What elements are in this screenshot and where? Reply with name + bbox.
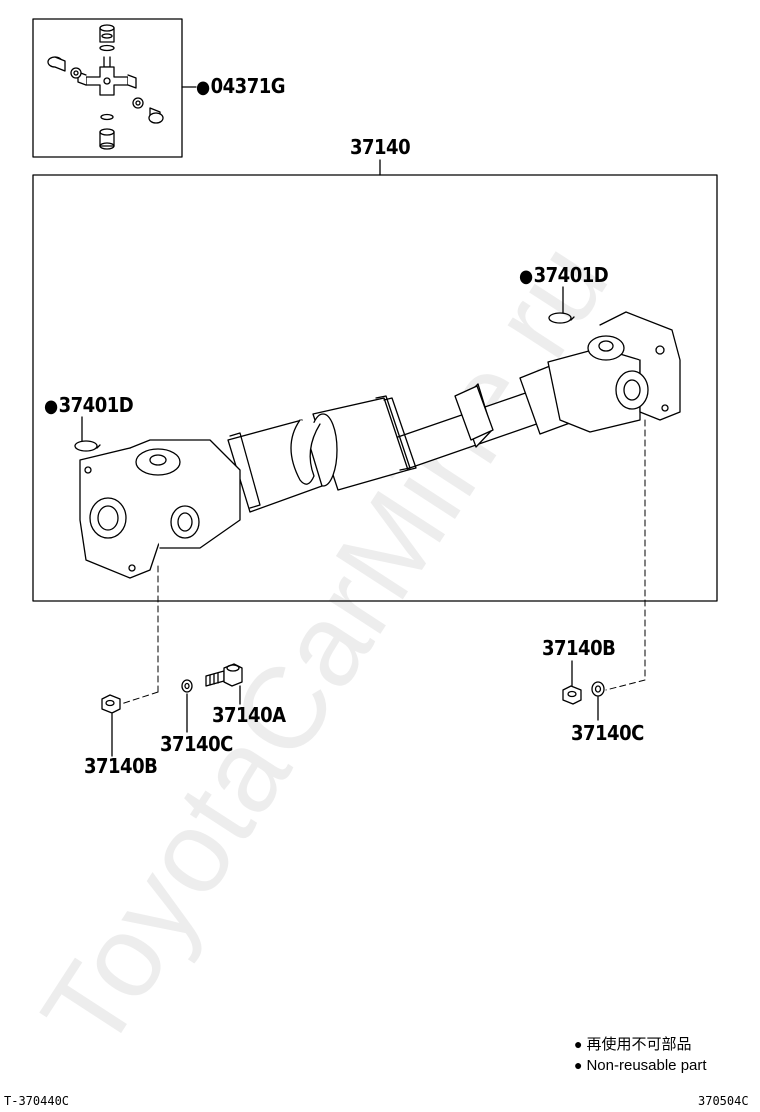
legend-japanese-text: 再使用不可部品 — [586, 1036, 692, 1053]
label-snap-ring-left: 37401D — [44, 394, 134, 418]
label-washer-left: 37140C — [160, 732, 233, 756]
snap-ring-left-drawing — [74, 440, 101, 452]
bullet-icon: ● — [574, 1036, 583, 1052]
label-washer-right: 37140C — [571, 721, 644, 745]
propeller-shaft-drawing — [79, 311, 681, 579]
label-nut-right: 37140B — [542, 636, 616, 660]
assembly-box — [32, 174, 718, 602]
legend-english: ●Non-reusable part — [574, 1055, 707, 1076]
label-assembly: 37140 — [350, 135, 411, 159]
bolt-drawing — [205, 663, 243, 687]
spider-kit-drawing — [47, 24, 164, 150]
legend-japanese: ●再使用不可部品 — [574, 1034, 691, 1055]
label-joint-kit: 04371G — [196, 75, 286, 99]
legend-english-text: Non-reusable part — [586, 1057, 707, 1074]
code-left: T-370440C — [4, 1094, 70, 1108]
washer-right-drawing — [591, 681, 605, 697]
label-bolt: 37140A — [212, 703, 286, 727]
nut-left-drawing — [101, 694, 121, 714]
code-right: 370504C — [698, 1094, 749, 1108]
label-snap-ring-right: 37401D — [519, 264, 609, 288]
snap-ring-right-drawing — [548, 312, 575, 324]
bullet-icon: ● — [574, 1057, 583, 1073]
nut-right-drawing — [562, 685, 582, 705]
label-nut-left: 37140B — [84, 754, 158, 778]
washer-left-drawing — [181, 679, 193, 693]
alignment-dashed-lines — [117, 419, 646, 706]
